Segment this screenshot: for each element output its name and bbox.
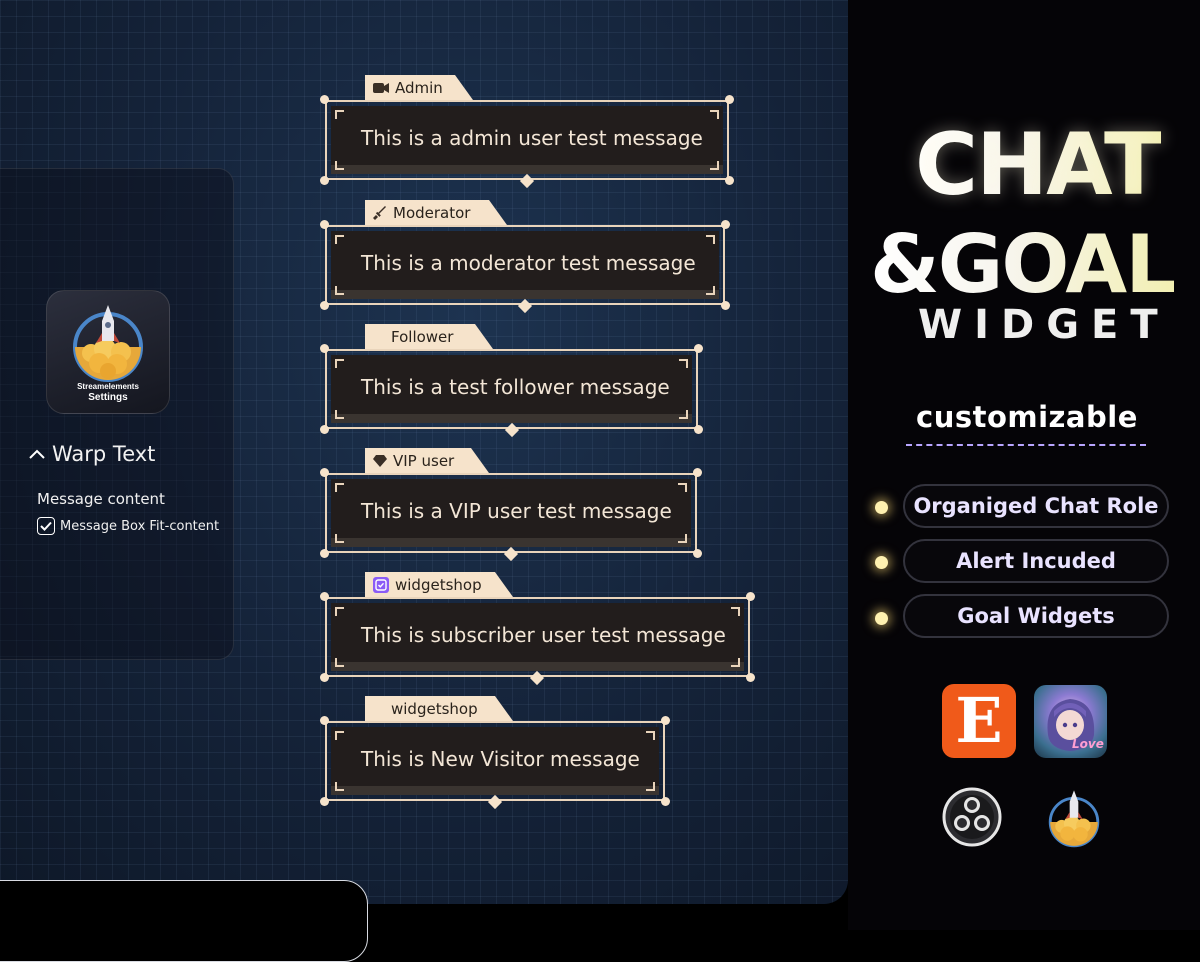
streamelements-icon[interactable] (1043, 786, 1105, 852)
feature-pill-goal: Goal Widgets (903, 594, 1169, 638)
role-label: VIP user (393, 451, 455, 470)
app-caption-settings: Settings (88, 392, 128, 403)
role-tab-visitor: widgetshop (365, 696, 513, 721)
message-text: This is a test follower message (361, 375, 670, 399)
checkmark-icon (40, 521, 52, 531)
chat-message-visitor: widgetshop This is New Visitor message (320, 721, 670, 810)
message-text: This is New Visitor message (361, 747, 640, 771)
app-caption-streamelements: Streamelements (77, 382, 139, 391)
bottom-card (0, 880, 368, 962)
chat-message-subscriber: widgetshop This is subscriber user test … (320, 597, 755, 686)
diamond-icon (373, 455, 387, 467)
chat-message-moderator: Moderator This is a moderator test messa… (320, 225, 730, 314)
role-tab-vip: VIP user (365, 448, 489, 473)
message-content-label: Message content (37, 490, 165, 508)
sword-icon (373, 206, 387, 220)
role-label: Moderator (393, 203, 471, 222)
tagline-customizable: customizable (916, 400, 1138, 434)
message-text: This is a admin user test message (361, 126, 703, 150)
message-text: This is a moderator test message (361, 251, 696, 275)
bullet-dot (875, 556, 888, 569)
role-label: Follower (391, 327, 454, 346)
rocket-icon (73, 305, 143, 382)
fit-content-checkbox[interactable] (37, 517, 55, 535)
chat-message-follower: Follower This is a test follower message (320, 349, 703, 438)
obs-icon[interactable] (942, 787, 1002, 851)
warp-text-section-toggle[interactable]: Warp Text (28, 442, 155, 466)
video-camera-icon (373, 82, 389, 94)
warp-text-title: Warp Text (52, 442, 156, 466)
title-goal: &GOAL (870, 218, 1176, 311)
feature-pill-chat-role: Organiged Chat Role (903, 484, 1169, 528)
chevron-up-icon (29, 449, 45, 459)
dashed-divider (906, 444, 1146, 446)
role-tab-moderator: Moderator (365, 200, 507, 225)
anime-love-label: Love (1072, 737, 1104, 751)
anime-girl-icon (1047, 699, 1095, 751)
etsy-letter: E (955, 684, 1003, 757)
title-chat: CHAT (915, 115, 1163, 215)
chat-message-vip: VIP user This is a VIP user test message (320, 473, 702, 562)
role-label: Admin (395, 78, 443, 97)
promo-panel (848, 0, 1200, 930)
settings-card (0, 168, 234, 660)
subscriber-badge-icon (373, 577, 389, 593)
etsy-icon[interactable]: E (942, 684, 1016, 758)
role-tab-admin: Admin (365, 75, 473, 100)
streamelements-settings-app-icon[interactable]: Streamelements Settings (46, 290, 170, 414)
bullet-dot (875, 612, 888, 625)
role-label: widgetshop (395, 575, 482, 594)
role-tab-subscriber: widgetshop (365, 572, 513, 597)
bullet-dot (875, 501, 888, 514)
fit-content-checkbox-row[interactable]: Message Box Fit-content (37, 517, 219, 535)
chat-message-admin: Admin This is a admin user test message (320, 100, 734, 189)
fit-content-label: Message Box Fit-content (60, 518, 220, 534)
feature-pill-alert: Alert Incuded (903, 539, 1169, 583)
message-text: This is subscriber user test message (361, 623, 726, 647)
message-text: This is a VIP user test message (361, 499, 672, 523)
anime-avatar-icon[interactable]: Love (1034, 685, 1107, 758)
title-widget: WIDGET (918, 302, 1170, 348)
role-label: widgetshop (391, 699, 478, 718)
role-tab-follower: Follower (365, 324, 493, 349)
